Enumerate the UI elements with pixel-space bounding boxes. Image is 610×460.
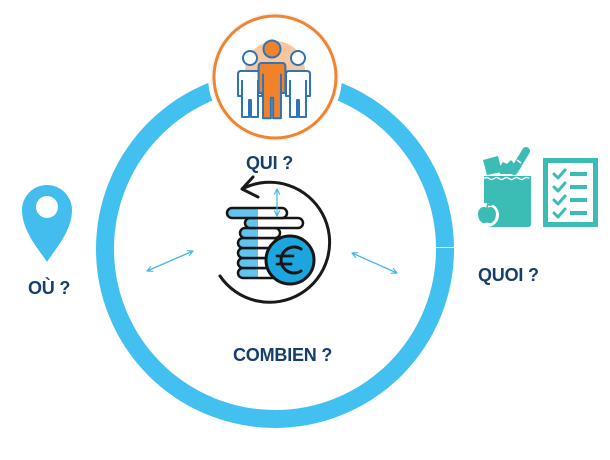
label-quoi: QUOI ? [478,265,539,285]
person-right-icon [285,50,311,118]
coin-stack-icon [225,206,305,280]
checklist-icon [543,158,598,227]
location-pin-icon [21,184,72,262]
label-qui: QUI ? [246,153,293,173]
apple-icon [475,202,499,227]
label-combien: COMBIEN ? [233,345,333,365]
grocery-bag-icon [475,145,532,227]
people-group-icon [208,10,342,144]
euro-coin-icon [264,234,316,286]
euro-coins-cycle-icon [218,175,332,304]
label-ou: OÙ ? [28,278,71,298]
person-center-icon [259,39,286,119]
double-arrow-right [352,253,397,273]
cycle-arrow-icon [218,175,332,304]
double-arrow-left [147,251,193,271]
